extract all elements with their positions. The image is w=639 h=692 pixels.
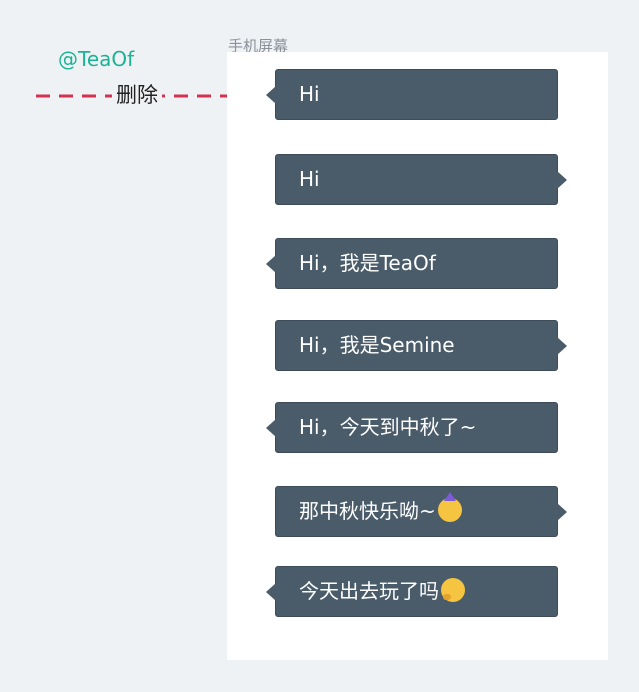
thinking-face-icon <box>441 578 465 602</box>
chat-bubble-text: Hi，我是TeaOf <box>299 251 436 275</box>
chat-bubble-text: Hi <box>299 167 320 191</box>
chat-bubble-text: Hi，我是Semine <box>299 333 455 357</box>
partying-face-icon <box>437 492 462 522</box>
delete-annotation-arrow: 删除 <box>34 80 264 112</box>
chat-bubble[interactable]: Hi <box>266 69 558 120</box>
author-handle: @TeaOf <box>58 47 135 71</box>
chat-bubble-text: 那中秋快乐呦~ <box>299 499 436 523</box>
chat-bubble[interactable]: Hi，我是TeaOf <box>266 238 558 289</box>
chat-bubble-text: Hi，今天到中秋了~ <box>299 415 477 439</box>
chat-bubble-text: Hi <box>299 82 320 106</box>
chat-bubble[interactable]: Hi，今天到中秋了~ <box>266 402 558 453</box>
phone-screen: Hi Hi Hi，我是TeaOf Hi，我是Semine Hi，今天到中秋了~ … <box>227 52 608 660</box>
chat-bubble[interactable]: Hi <box>275 154 567 205</box>
chat-bubble[interactable]: 今天出去玩了吗 <box>266 566 558 617</box>
delete-label: 删除 <box>112 81 162 109</box>
chat-bubble[interactable]: 那中秋快乐呦~ <box>275 486 567 537</box>
phone-screen-label: 手机屏幕 <box>228 37 289 55</box>
chat-bubble-text: 今天出去玩了吗 <box>299 579 439 603</box>
chat-bubble[interactable]: Hi，我是Semine <box>275 320 567 371</box>
